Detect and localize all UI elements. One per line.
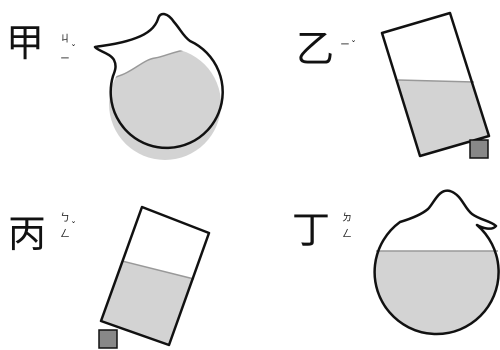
liquid-ding	[375, 251, 499, 334]
liquid-surface-yi	[397, 79, 475, 83]
beaker-yi	[380, 11, 491, 159]
flask-outline-jia	[93, 12, 224, 150]
beaker-outline-yi	[380, 11, 491, 158]
flask-ding	[373, 189, 500, 336]
zhuyin-bing-bottom: ㄥ	[60, 229, 70, 240]
zhuyin-bing-top: ㄅ	[60, 213, 70, 224]
flask-jia	[93, 12, 224, 160]
label-ding: 丁	[292, 208, 331, 252]
liquid-surface-bing	[121, 260, 195, 280]
zhuyin-bing-tone: ˇ	[71, 221, 76, 232]
zhuyin-jia-tone: ˇ	[71, 44, 76, 55]
zhuyin-yi-top: ㄧ	[340, 40, 350, 51]
support-block-bing	[98, 329, 118, 349]
beaker-outline-bing	[99, 205, 211, 347]
label-bing: 丙	[8, 212, 47, 256]
zhuyin-jia-bottom: ㄧ	[60, 54, 70, 65]
liquid-jia	[109, 48, 221, 160]
label-yi: 乙	[296, 27, 335, 71]
liquid-bing	[101, 261, 194, 345]
zhuyin-jia-top: ㄐ	[60, 34, 70, 45]
beaker-bing	[98, 205, 211, 349]
panel-jia: 甲 ㄐ ㄧ ˇ	[0, 0, 250, 175]
label-jia: 甲	[6, 21, 45, 65]
zhuyin-yi-tone: ˇ	[351, 40, 356, 51]
flask-outline-ding	[373, 189, 500, 336]
panel-yi: 乙 ㄧ ˇ	[250, 0, 500, 175]
zhuyin-ding-bottom: ㄥ	[342, 229, 352, 240]
panel-bing: 丙 ㄅ ㄥ ˇ	[0, 175, 250, 350]
support-block-yi	[469, 139, 489, 159]
zhuyin-ding-top: ㄉ	[342, 213, 352, 224]
panel-ding: 丁 ㄉ ㄥ	[250, 175, 500, 350]
